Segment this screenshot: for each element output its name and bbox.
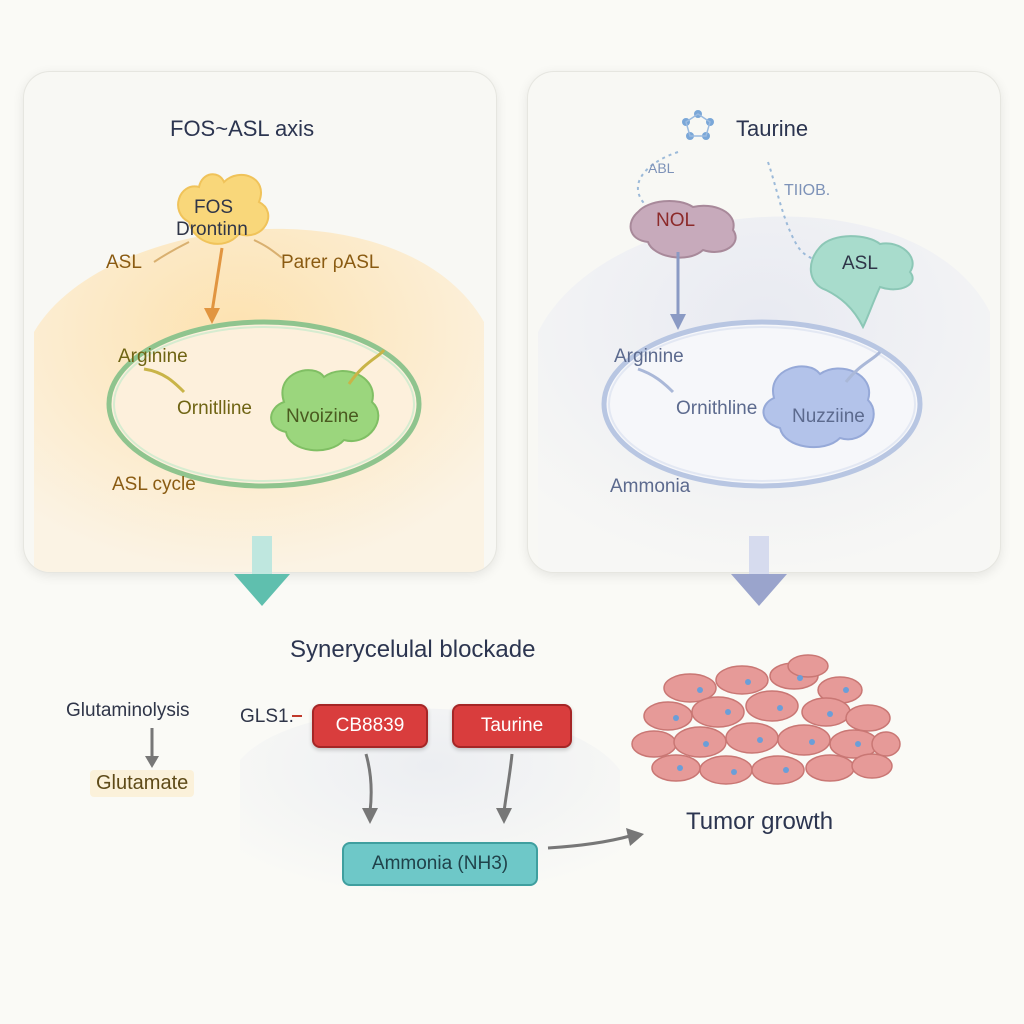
tumor-growth-label: Tumor growth xyxy=(686,808,834,835)
tumor-markers xyxy=(673,675,861,775)
arrowhead xyxy=(626,828,644,846)
panel-title: FOS~ASL axis xyxy=(170,116,315,141)
tiiob-label: TIIOB. xyxy=(784,182,831,199)
right-down-arrow xyxy=(731,536,787,606)
glutaminolysis-label: Glutaminolysis xyxy=(66,700,190,721)
nucleus-blob xyxy=(762,365,875,449)
blockade-title: Synerycelulal blockade xyxy=(290,636,536,663)
taurine-artwork xyxy=(538,110,990,572)
panel-title: Taurine xyxy=(736,116,809,141)
nol-blob xyxy=(629,200,737,259)
gls1-label: GLS1. xyxy=(240,706,294,727)
asl-cycle-label: ASL cycle xyxy=(112,474,196,495)
connector xyxy=(637,367,675,394)
taurine-arrow xyxy=(502,753,514,813)
connector xyxy=(347,349,386,385)
arrowhead xyxy=(496,808,512,824)
cycle-ring-inner xyxy=(608,326,916,482)
nucleus-blob xyxy=(270,369,380,452)
abl-label: ABL xyxy=(648,160,675,176)
asl-cycle-ring xyxy=(106,319,422,489)
nol-label: NOL xyxy=(656,210,696,231)
fos-protein-label: Drontinn xyxy=(176,219,248,240)
cb839-arrow xyxy=(364,753,373,813)
left-down-arrow xyxy=(234,536,290,606)
fos-to-cycle-arrow xyxy=(210,247,224,313)
ammonia-label: Ammonia xyxy=(610,476,691,497)
parer-asl-label: Parer ρASL xyxy=(281,252,380,273)
cycle-ring xyxy=(601,319,923,489)
arginine-label: Arginine xyxy=(118,346,188,367)
cb839-inhibitor: CB8839 xyxy=(312,704,428,748)
taurine-panel: Taurine ABL TIIOB. NOL ASL Arginine Orni… xyxy=(528,72,1000,572)
tumor-cluster xyxy=(631,654,901,785)
connector xyxy=(844,350,882,383)
ammonia-box: Ammonia (NH3) xyxy=(342,842,538,886)
asl-label: ASL xyxy=(106,252,142,273)
asl-cycle-ring-inner xyxy=(113,326,415,482)
arrowhead xyxy=(362,808,378,824)
taurine-inhibitor: Taurine xyxy=(452,704,572,748)
connector xyxy=(143,367,186,394)
nucleus-label: Nuzziine xyxy=(792,406,865,427)
arginine-label: Arginine xyxy=(614,346,684,367)
connector xyxy=(153,241,190,263)
fos-protein-blob xyxy=(177,173,270,245)
glutamate-label: Glutamate xyxy=(90,770,195,797)
connector xyxy=(253,239,283,259)
taurine-molecule-icon xyxy=(682,110,714,140)
ammonia-to-tumor-arrow xyxy=(547,834,631,850)
ornithine-label: Ornitlline xyxy=(177,398,252,419)
arrowhead xyxy=(204,308,220,324)
asl-label: ASL xyxy=(842,253,878,274)
ornithine-label: Ornithline xyxy=(676,398,758,419)
asl-blob xyxy=(810,235,914,330)
fos-asl-artwork xyxy=(34,173,484,572)
fos-asl-panel: FOS~ASL axis FOS Drontinn ASL Parer ρASL… xyxy=(24,72,496,572)
arrowhead xyxy=(670,314,686,330)
arrowhead xyxy=(145,756,159,768)
nucleus-label: Nvoizine xyxy=(286,406,359,427)
fos-label: FOS xyxy=(194,197,234,218)
